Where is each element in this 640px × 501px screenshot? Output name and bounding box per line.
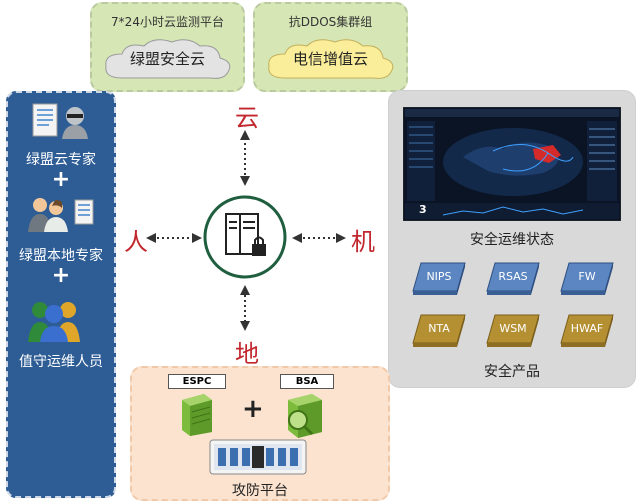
- plus-sign: +: [51, 167, 71, 192]
- cloud-icon: 绿盟安全云: [92, 34, 243, 84]
- attack-defense-platform-label: 攻防平台: [232, 483, 288, 499]
- on-duty-operators: 值守运维人员: [19, 354, 103, 370]
- plus-sign: +: [242, 394, 264, 424]
- bsa-server-icon: [288, 394, 322, 438]
- arrow-up-icon: [240, 285, 250, 295]
- security-dashboard-screen: [403, 107, 621, 221]
- direction-people: 人: [124, 228, 148, 256]
- product-label: RSAS: [498, 270, 528, 283]
- product-label: NTA: [428, 322, 450, 335]
- nsfocus-local-expert: 绿盟本地专家: [19, 248, 103, 264]
- product-tile-hwaf: HWAF: [559, 313, 615, 349]
- direction-ground: 地: [235, 340, 259, 368]
- product-tile-fw: FW: [559, 261, 615, 297]
- arrow-down-icon: [240, 321, 250, 331]
- anti-ddos-caption: 抗DDOS集群组: [288, 15, 373, 29]
- product-label: FW: [578, 270, 596, 283]
- operators-icon: [28, 302, 80, 342]
- local-experts-icon: [28, 198, 68, 232]
- product-tile-nips: NIPS: [411, 261, 467, 297]
- hooded-expert-icon: [62, 107, 88, 139]
- product-tile-rsas: RSAS: [485, 261, 541, 297]
- plus-sign: +: [51, 263, 71, 288]
- machine-panel: 3 安全运维状态 NIPS RSAS FW NTA WSM HWAF 安全产品: [388, 90, 636, 388]
- espc-header: ESPC: [168, 374, 226, 389]
- cloud-monitor-box: 7*24小时云监测平台 绿盟安全云: [90, 2, 245, 92]
- cloud-label-telecom: 电信增值云: [292, 50, 368, 68]
- arrow-left-icon: [292, 233, 302, 243]
- dashboard-number: 3: [419, 203, 427, 216]
- arrow-right-icon: [336, 233, 346, 243]
- anti-ddos-box: 抗DDOS集群组 电信增值云: [253, 2, 408, 92]
- arrow-down-icon: [240, 176, 250, 186]
- cloud-monitor-caption: 7*24小时云监测平台: [111, 15, 224, 29]
- product-label: NIPS: [426, 270, 452, 283]
- product-label: HWAF: [570, 322, 604, 335]
- cloud-icon: 电信增值云: [255, 34, 406, 84]
- security-products-label: 安全产品: [484, 364, 540, 380]
- nsfocus-cloud-expert: 绿盟云专家: [26, 152, 96, 168]
- product-label: WSM: [499, 322, 527, 335]
- cloud-label-nsfocus: 绿盟安全云: [129, 50, 205, 68]
- arrow-up-icon: [240, 130, 250, 140]
- server-lock-icon: [203, 195, 287, 279]
- direction-machine: 机: [351, 228, 375, 256]
- people-panel: 绿盟云专家 + 绿盟本地专家 + 值守运维人员: [6, 91, 116, 498]
- local-doc-icon: [74, 199, 94, 225]
- security-ops-status-label: 安全运维状态: [470, 232, 554, 248]
- bsa-header: BSA: [280, 374, 334, 389]
- product-tile-wsm: WSM: [485, 313, 541, 349]
- direction-cloud: 云: [235, 104, 259, 132]
- product-tile-nta: NTA: [411, 313, 467, 349]
- ground-panel: ESPC + BSA 攻防平台: [130, 366, 390, 501]
- arrow-left-icon: [146, 233, 156, 243]
- arrow-right-icon: [192, 233, 202, 243]
- expert-doc-icon: [32, 103, 58, 137]
- attack-defense-platform-icon: [209, 439, 307, 475]
- espc-server-icon: [182, 394, 212, 436]
